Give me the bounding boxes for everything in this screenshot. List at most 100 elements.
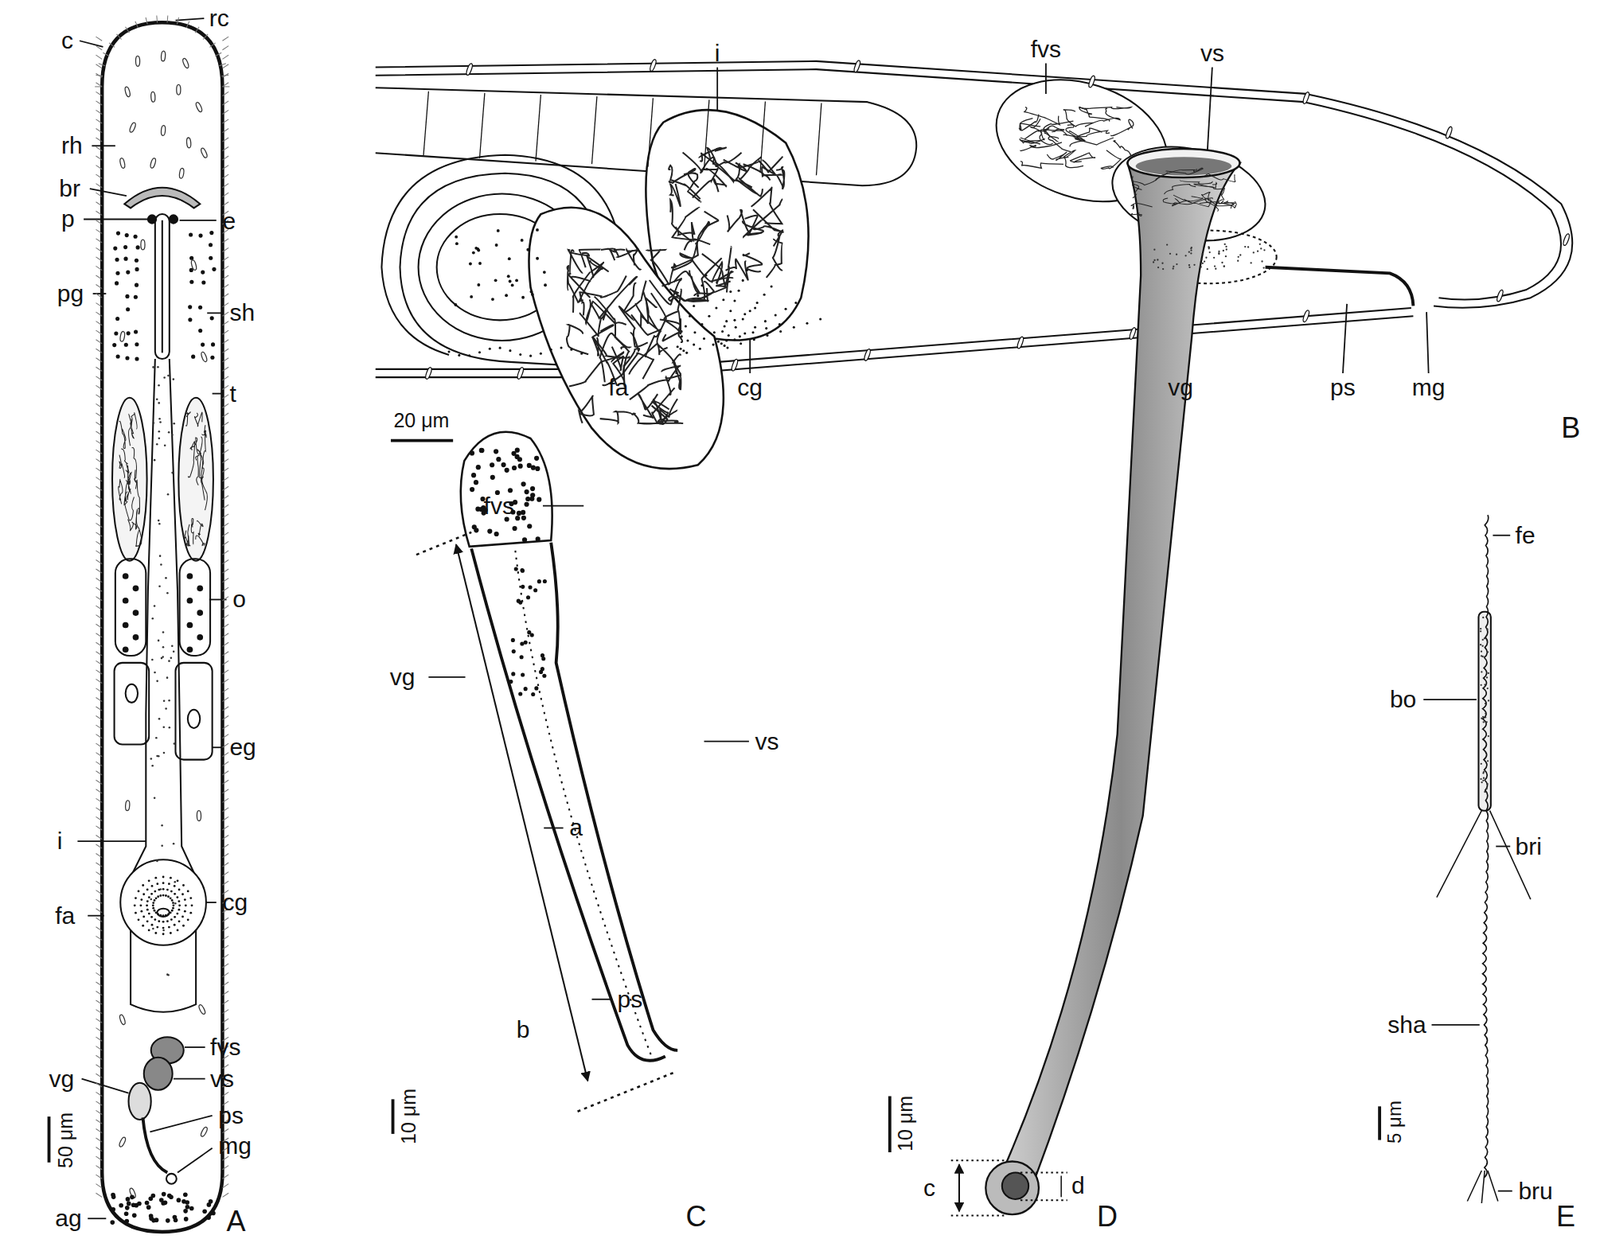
gland-dot: [124, 294, 129, 299]
gland-dot: [723, 325, 726, 328]
cilium: [222, 679, 229, 683]
gland-dot: [154, 877, 157, 880]
part-label: mg: [1412, 375, 1446, 400]
granule-vesicle: [128, 1083, 152, 1120]
part-label: t: [229, 382, 236, 406]
gland-dot: [707, 315, 711, 318]
sperm-squiggle: [600, 411, 637, 424]
body-dot: [1486, 628, 1488, 631]
body-dot: [1483, 655, 1486, 658]
granule-dot: [453, 303, 457, 307]
part-label: b: [516, 1018, 531, 1042]
gland-dot: [159, 914, 162, 918]
cilium: [95, 36, 102, 41]
cilium: [222, 348, 229, 353]
cilium: [95, 1010, 102, 1015]
cilium: [222, 440, 229, 445]
granule-dot: [520, 510, 526, 516]
granule-dot: [1193, 264, 1195, 266]
oocyte-dot: [122, 622, 129, 629]
part-label: cg: [737, 375, 763, 400]
sperm-tail: [1482, 515, 1489, 1179]
granule-dot: [473, 527, 479, 533]
cilium: [95, 587, 102, 592]
gland-dot: [145, 904, 149, 907]
sperm-squiggle: [1020, 161, 1064, 169]
cilium: [95, 46, 102, 51]
rhabdite: [140, 239, 145, 250]
cilium-base: [863, 348, 872, 362]
gland-dot: [183, 898, 187, 902]
gland-dot: [167, 913, 170, 917]
part-label: c: [61, 28, 74, 53]
gland-dot: [753, 338, 756, 341]
gland-dot: [778, 323, 781, 326]
intestine-dot: [157, 519, 160, 523]
cilium: [222, 862, 229, 867]
intestine-dot: [152, 366, 155, 369]
sperm-squiggle: [1111, 119, 1134, 136]
stylet-lumen: [515, 550, 653, 1062]
cilium: [145, 17, 148, 25]
sperm-squiggle: [184, 530, 189, 547]
body-dot: [1480, 684, 1483, 687]
granule-dot: [1206, 268, 1209, 270]
part-label: o: [232, 587, 246, 612]
gland-dot: [148, 929, 151, 933]
granule-dot: [478, 261, 482, 266]
granule-dot: [1188, 264, 1191, 266]
gland-dot: [705, 273, 708, 277]
intestine-dot: [160, 563, 163, 566]
sperm-squiggle: [692, 168, 719, 198]
gland-dot: [175, 896, 179, 899]
gland-dot: [187, 890, 190, 894]
sperm-squiggle: [629, 366, 681, 400]
rhabdite: [118, 1014, 126, 1026]
granule-dot: [515, 279, 519, 283]
dimension-arrow: [958, 1164, 960, 1212]
sperm-squiggle: [619, 306, 648, 348]
cilium: [222, 358, 229, 363]
scale-label: 50 μm: [55, 1112, 76, 1169]
granule-dot: [476, 249, 480, 253]
sperm-squiggle: [128, 510, 138, 531]
sperm-squiggle: [124, 488, 131, 505]
part-label: mg: [218, 1134, 252, 1159]
cilium: [222, 109, 229, 114]
gland-dot: [210, 342, 215, 347]
sperm-squiggle: [609, 249, 633, 261]
cilium: [95, 559, 102, 564]
cilium: [95, 807, 102, 812]
cilium: [222, 339, 229, 344]
gland-dot: [774, 313, 777, 317]
cilium: [222, 771, 229, 776]
copulatory-organ: [120, 859, 207, 946]
intestine-dot: [158, 430, 161, 434]
gland-dot: [112, 343, 117, 348]
granule-dot: [1201, 253, 1203, 255]
granule-dot: [520, 672, 525, 677]
intestine-dot: [163, 376, 166, 379]
cilium: [95, 1073, 102, 1078]
intestine-dot: [160, 657, 164, 660]
granule-dot: [1175, 253, 1178, 256]
sperm-squiggle: [1100, 150, 1121, 170]
granule-dot: [454, 235, 458, 239]
gland-dot: [751, 331, 754, 334]
gland-dot: [126, 1201, 132, 1207]
sperm-squiggle: [194, 412, 203, 427]
cell-wall: [479, 93, 484, 159]
oocyte-dot: [187, 622, 194, 629]
gland-dot: [140, 898, 143, 902]
sperm-squiggle: [668, 165, 701, 200]
part-label: vs: [210, 1067, 235, 1092]
body-dot: [1482, 780, 1484, 782]
nucleus: [125, 684, 138, 703]
gland-dot: [198, 234, 203, 239]
granule-dot: [512, 526, 518, 531]
part-label: bru: [1518, 1179, 1553, 1204]
intestine-dot: [171, 433, 174, 437]
ovary: [179, 558, 211, 656]
cilium: [95, 514, 102, 519]
gland-dot: [729, 290, 732, 293]
